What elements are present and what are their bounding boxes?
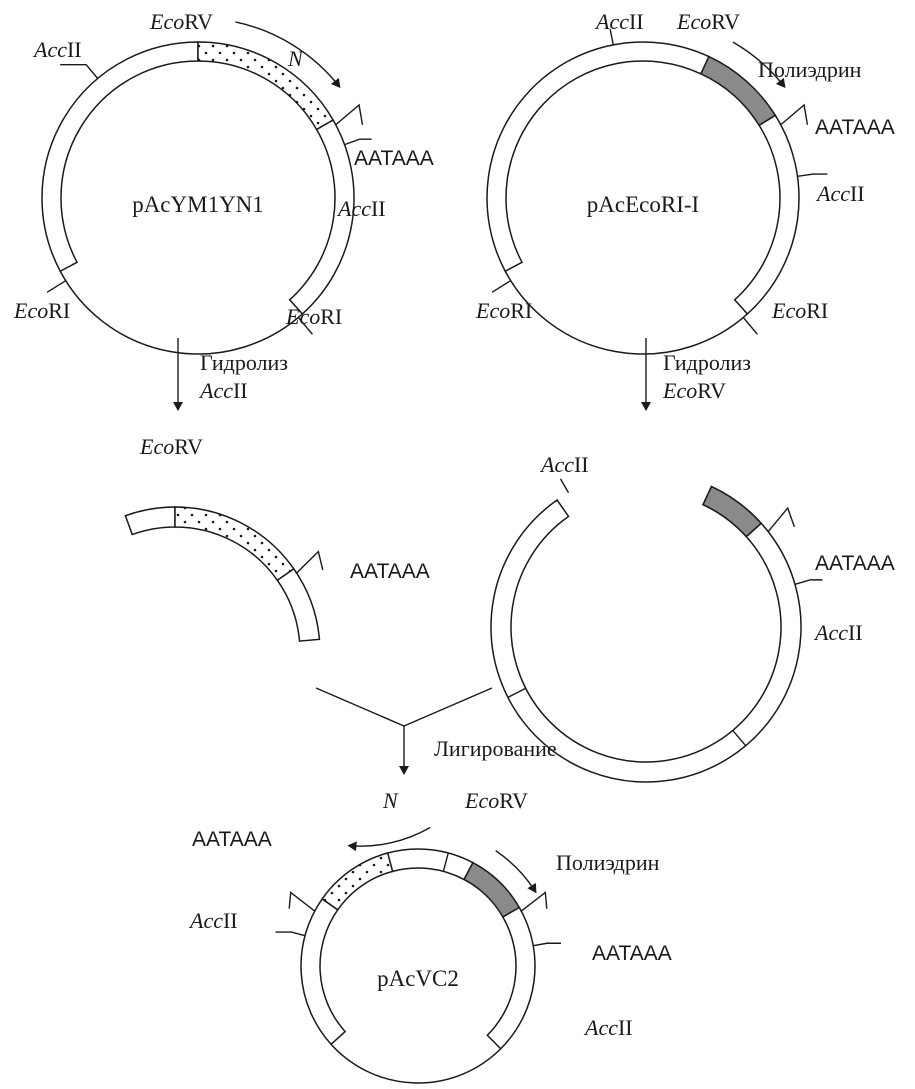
hydrolysis-label: Гидролиз [663, 350, 751, 375]
ecori-site-line [491, 280, 512, 293]
accii-site-line [533, 942, 562, 947]
aataaa-label: AATAAA [592, 942, 672, 965]
accii-label: AccII [815, 181, 865, 206]
aataaa-label: AATAAA [354, 147, 434, 170]
fragment-vector-band [490, 485, 802, 783]
aataaa-label: AATAAA [815, 116, 895, 139]
accii-site-line [794, 579, 823, 585]
fragment-end-segment [124, 506, 176, 536]
accii-site-line [275, 931, 306, 937]
accii-site-line [797, 173, 828, 177]
enzyme-label: AccII [198, 378, 248, 403]
aataaa-flag [296, 550, 324, 574]
fragment-n-gene: EcoRV AATAAA [124, 434, 430, 642]
plasmid-insert-segment [300, 897, 347, 1046]
accii-label: AccII [32, 37, 82, 62]
ecori-label: EcoRI [771, 298, 828, 323]
hydrolysis-step-left: Гидролиз AccII [173, 338, 288, 411]
polyhedrin-label: Полиэдрин [758, 57, 862, 82]
aataaa-label: AATAAA [350, 560, 430, 583]
polyhedrin-direction-arrow [732, 41, 786, 88]
fragment-end-segment [276, 567, 321, 642]
plasmid-ring-outer [59, 270, 303, 355]
merge-lines [315, 687, 493, 727]
ecori-label: EcoRI [475, 298, 532, 323]
ecori-site-line [742, 317, 758, 335]
plasmid-pAcVC2: pAcVC2 N EcoRV AATAAA Полиэдрин AccII AA… [188, 788, 672, 1084]
aataaa-flag [780, 103, 809, 126]
plasmid-insert-segment [733, 114, 800, 315]
ecorv-label: EcoRV [464, 788, 528, 813]
hydrolysis-step-right: Гидролиз EcoRV [641, 338, 751, 411]
accii-label: AccII [336, 196, 386, 221]
fragment-vector: AccII AATAAA AccII [490, 452, 895, 783]
aataaa-flag [288, 891, 316, 912]
polyhedrin-label: Полиэдрин [556, 850, 660, 875]
plasmid-pAcYM1YN1: pAcYM1YN1 EcoRV AccII N AATAAA AccII Eco… [13, 9, 434, 355]
n-gene-direction-arrow [347, 826, 431, 852]
enzyme-label: EcoRV [662, 378, 726, 403]
ecorv-site-line [442, 852, 449, 872]
accii-label: AccII [539, 452, 589, 477]
hydrolysis-label: Гидролиз [200, 350, 288, 375]
plasmid-insert-segment [386, 848, 474, 881]
plasmid-insert-segment [288, 118, 355, 315]
plasmid-ring-outer [504, 270, 748, 355]
gene-n-segment [321, 852, 394, 911]
ecori-label: EcoRI [285, 304, 342, 329]
gene-n-segment [197, 41, 335, 131]
ecori-site-line [297, 317, 313, 335]
ecorv-label: EcoRV [149, 9, 213, 34]
accii-label: AccII [813, 620, 863, 645]
ecorv-label: EcoRV [676, 9, 740, 34]
aataaa-flag [335, 103, 364, 126]
plasmid-name: pAcYM1YN1 [132, 192, 264, 217]
n-gene-label: N [382, 788, 399, 813]
accii-site-line [344, 138, 372, 146]
accii-label: AccII [583, 1015, 633, 1040]
n-gene-label: N [287, 46, 304, 71]
polyhedrin-segment [462, 861, 521, 919]
accii-site-line [60, 64, 99, 79]
accii-site-line [609, 29, 614, 45]
aataaa-label: AATAAA [815, 552, 895, 575]
accii-site-line [559, 478, 570, 494]
plasmid-insert-segment [486, 41, 710, 273]
ecori-site-line [46, 280, 67, 293]
ecorv-label: EcoRV [139, 434, 203, 459]
aataaa-flag [767, 506, 796, 533]
segment-boundary [732, 729, 747, 747]
ligation-step: Лигирование [315, 687, 557, 775]
accii-label: AccII [188, 908, 238, 933]
ligation-label: Лигирование [434, 736, 557, 761]
polyhedrin-direction-arrow [495, 850, 537, 894]
plasmid-insert-segment [41, 41, 199, 273]
n-gene-direction-arrow [235, 21, 341, 88]
polyhedrin-segment [702, 485, 763, 538]
plasmid-pAcEcoRI-I: pAcEcoRI-I AccII EcoRV Полиэдрин AATAAA … [475, 9, 895, 355]
segment-boundary [507, 687, 527, 698]
gene-n-segment [174, 506, 295, 582]
aataaa-label: AATAAA [192, 828, 272, 851]
ecori-label: EcoRI [13, 298, 70, 323]
plasmid-insert-segment [486, 906, 536, 1050]
plasmid-name: pAcEcoRI-I [587, 192, 699, 217]
plasmid-name: pAcVC2 [377, 966, 459, 991]
accii-label: AccII [594, 9, 644, 34]
plasmid-ring-outer [330, 1043, 502, 1084]
aataaa-flag [520, 891, 548, 912]
segment-boundary [745, 522, 762, 538]
